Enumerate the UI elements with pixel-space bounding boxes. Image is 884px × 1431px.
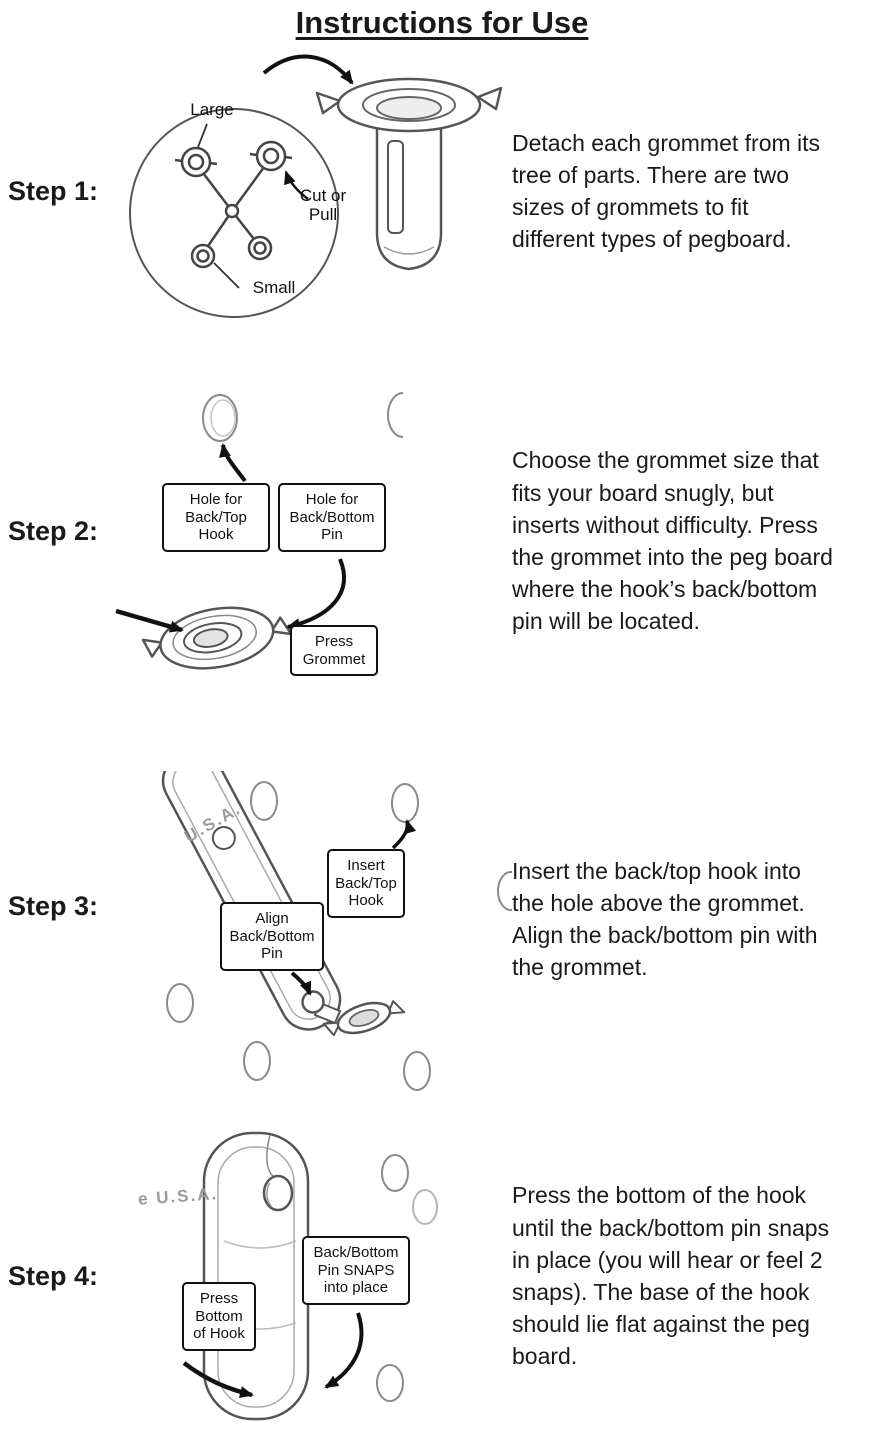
arrow-press-bottom [182,1361,254,1398]
step-2-label: Step 2: [8,515,99,546]
step-2-drawing [115,392,404,670]
pegboard-holes [376,1154,438,1402]
step-1-text: Detach each grommet from its tree of par… [512,129,821,253]
press-bottom-callout: Press Bottom of Hook [182,1282,256,1352]
press-grommet-callout: Press Grommet [290,625,378,677]
page-title: Instructions for Use [295,5,589,40]
arrow-into-grommet [115,608,184,633]
magnifier-circle [129,108,339,318]
cut-or-pull-label: Cut or Pull [299,186,347,224]
hook-base-plate [202,1131,310,1421]
small-pointer-line [213,262,240,289]
pegboard-holes [202,392,404,442]
grommet-tree [174,140,293,269]
pin-snaps-callout: Back/Bottom Pin SNAPS into place [302,1236,410,1306]
step-2-illustration: Hole for Back/Top Hook Hole for Back/Bot… [112,371,512,771]
step-2-section: Step 2: [0,371,884,771]
arrow-pin-snaps [324,1312,364,1389]
step-4-section: Step 4: [0,1131,884,1421]
step-2-text: Choose the grommet size that fits your b… [512,447,833,635]
arrow-circle-to-grommet [262,54,354,85]
large-label: Large [190,100,234,119]
step-1-label: Step 1: [8,175,99,206]
pegboard-holes [166,781,512,1091]
arrow-box-to-hole [219,443,247,483]
arrow-insert-hook [391,819,417,850]
step-3-label: Step 3: [8,890,99,921]
step-3-section: Step 3: [0,771,884,1131]
step-4-label: Step 4: [8,1260,99,1291]
step-1-illustration: Large Cut or Pull Small [112,41,512,371]
large-pointer-line [197,123,208,148]
step-4-text: Press the bottom of the hook until the b… [512,1182,830,1370]
align-pin-callout: Align Back/Bottom Pin [220,902,324,972]
grommet-3d [315,77,503,271]
small-label: Small [252,278,296,297]
hole-back-bottom-callout: Hole for Back/Bottom Pin [278,483,386,553]
step-1-drawing [129,54,503,318]
arrow-box-to-grommet [286,558,346,631]
arrow-align-pin [290,971,312,996]
step-4-illustration: e U.S.A. Back/Bottom Pin SNAPS into plac… [112,1131,512,1421]
pin-and-grommet [301,990,406,1037]
cut-or-pull-arrow [284,170,309,200]
insert-hook-callout: Insert Back/Top Hook [327,849,405,919]
hole-back-top-callout: Hole for Back/Top Hook [162,483,270,553]
step-3-illustration: U.S.A. Insert Back/Top Hook Align Back/B… [112,771,512,1131]
step-3-text: Insert the back/top hook into the hole a… [512,857,818,981]
step-1-section: Step 1: [0,41,884,371]
grommet-face [141,606,293,670]
